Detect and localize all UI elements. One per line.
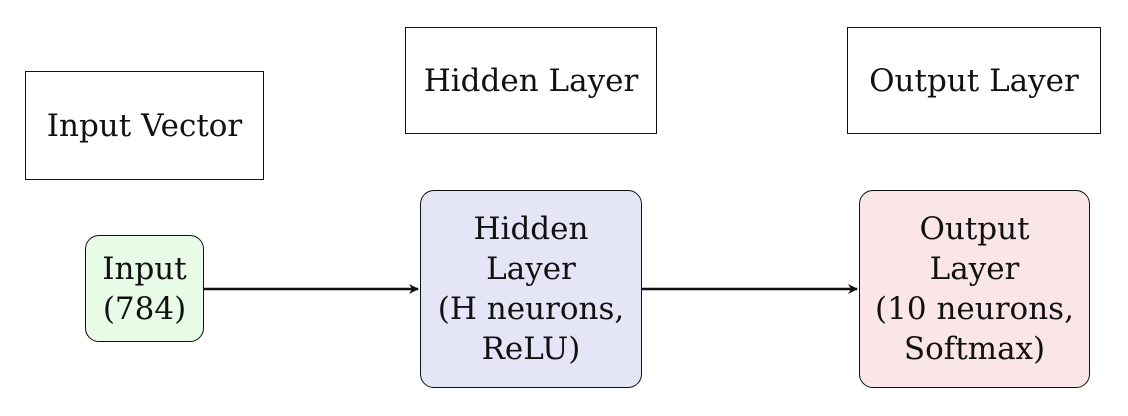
hidden-node-line-4: ReLU) bbox=[481, 331, 581, 367]
hidden-layer-label-text: Hidden Layer bbox=[423, 62, 639, 99]
output-layer-label-text: Output Layer bbox=[869, 62, 1079, 99]
input-vector-label: Input Vector bbox=[25, 71, 264, 180]
input-node: Input (784) bbox=[85, 235, 204, 342]
hidden-node-line-3: (H neurons, bbox=[437, 291, 625, 327]
input-node-line-1: Input bbox=[102, 250, 187, 287]
hidden-node-line-2: Layer bbox=[486, 251, 576, 287]
output-layer-label: Output Layer bbox=[847, 27, 1101, 134]
hidden-layer-label: Hidden Layer bbox=[405, 27, 657, 134]
output-node-line-2: Layer bbox=[929, 251, 1020, 287]
hidden-node: Hidden Layer (H neurons, ReLU) bbox=[420, 190, 642, 388]
output-node: Output Layer (10 neurons, Softmax) bbox=[859, 190, 1090, 388]
output-node-line-1: Output bbox=[919, 211, 1030, 247]
output-node-line-3: (10 neurons, bbox=[875, 291, 1074, 327]
input-vector-label-text: Input Vector bbox=[46, 107, 243, 144]
hidden-node-line-1: Hidden bbox=[473, 211, 589, 247]
output-node-line-4: Softmax) bbox=[903, 331, 1046, 367]
input-node-line-2: (784) bbox=[102, 290, 187, 327]
